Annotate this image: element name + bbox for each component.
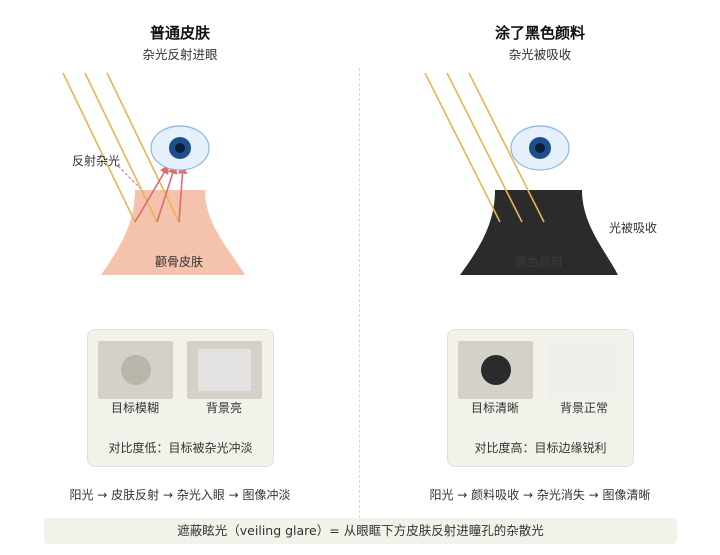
skin-shape [101, 190, 245, 275]
reflect-label: 反射杂光 [72, 154, 121, 168]
glare-ray [177, 164, 188, 223]
left-result-card: 目标模糊 背景亮 对比度低：目标被杂光冲淡 [87, 329, 274, 467]
sun-ray [424, 72, 501, 223]
clear-target-swatch [458, 341, 533, 399]
blurred-target-icon [121, 355, 151, 385]
eye-pupil [175, 143, 185, 153]
sun-ray [84, 72, 158, 223]
left-panel: 普通皮肤 杂光反射进眼 反射杂光 颧骨皮肤 目标模糊 [0, 0, 360, 515]
reflect-pointer [117, 165, 141, 189]
normal-background-label: 背景正常 [559, 401, 608, 415]
left-subtitle: 杂光反射进眼 [142, 47, 218, 62]
right-card-caption: 对比度高：目标边缘锐利 [474, 441, 607, 455]
normal-background-swatch [547, 341, 622, 399]
right-panel: 涂了黑色颜料 杂光被吸收 光被吸收 黑色颜料 目标清晰 背景正常 对比度高：目标… [360, 0, 720, 515]
blurred-target-label: 目标模糊 [110, 401, 159, 415]
eye-pupil [535, 143, 545, 153]
right-result-card: 目标清晰 背景正常 对比度高：目标边缘锐利 [447, 329, 634, 467]
panel-divider [359, 68, 360, 518]
sun-ray [62, 72, 136, 223]
left-scene [62, 72, 245, 275]
footer-definition: 遮蔽眩光（veiling glare）= 从眼眶下方皮肤反射进瞳孔的杂散光 [44, 518, 677, 544]
bright-background-label: 背景亮 [205, 401, 242, 415]
glare-ray [156, 164, 178, 223]
clear-target-label: 目标清晰 [470, 401, 519, 415]
clear-target-icon [481, 355, 511, 385]
right-subtitle: 杂光被吸收 [508, 47, 572, 62]
left-flow: 阳光 → 皮肤反射 → 杂光入眼 → 图像冲淡 [69, 488, 291, 502]
sun-ray [446, 72, 523, 223]
paint-label: 黑色颜料 [515, 255, 564, 269]
bright-background-icon [198, 349, 251, 391]
bright-background-swatch [187, 341, 262, 399]
right-title: 涂了黑色颜料 [494, 24, 585, 42]
paint-shape [460, 190, 618, 275]
left-title: 普通皮肤 [149, 24, 210, 42]
absorb-label: 光被吸收 [609, 221, 658, 235]
skin-label: 颧骨皮肤 [155, 255, 204, 269]
sun-ray [106, 72, 180, 223]
right-flow: 阳光 → 颜料吸收 → 杂光消失 → 图像清晰 [429, 488, 651, 502]
glare-ray [134, 164, 169, 223]
blurred-target-swatch [98, 341, 173, 399]
sun-ray [468, 72, 545, 223]
left-card-caption: 对比度低：目标被杂光冲淡 [108, 441, 253, 455]
right-scene [424, 72, 618, 275]
